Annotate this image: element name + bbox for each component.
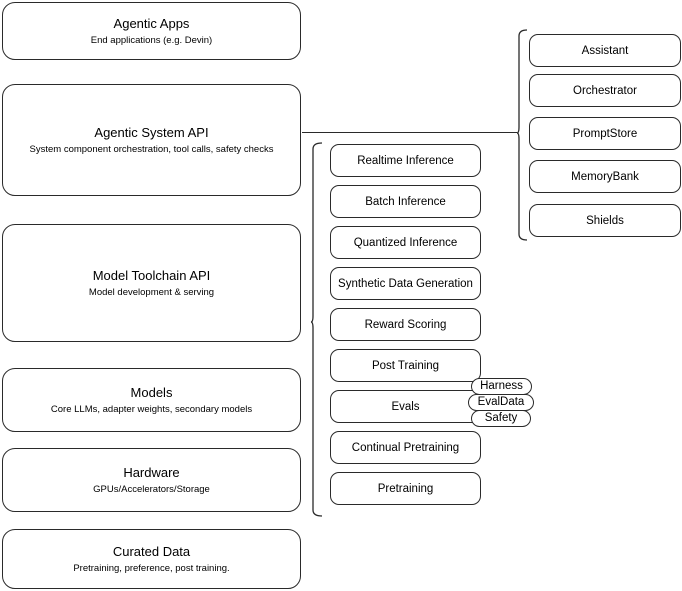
system-label-promptstore: PromptStore <box>572 127 638 140</box>
layer-title-models: Models <box>130 384 173 400</box>
system-label-shields: Shields <box>586 214 624 227</box>
toolchain-label-reward-scoring: Reward Scoring <box>364 318 447 331</box>
toolchain-label-pretraining: Pretraining <box>377 482 434 495</box>
toolchain-item-reward-scoring[interactable]: Reward Scoring <box>330 308 481 341</box>
system-label-orchestrator: Orchestrator <box>573 84 637 97</box>
layer-box-model-toolchain-api[interactable]: Model Toolchain API Model development & s… <box>2 224 301 342</box>
layer-title-agentic-system-api: Agentic System API <box>94 124 209 140</box>
toolchain-item-continual-pretraining[interactable]: Continual Pretraining <box>330 431 481 464</box>
layer-box-agentic-system-api[interactable]: Agentic System API System component orche… <box>2 84 301 196</box>
system-label-memorybank: MemoryBank <box>571 170 639 183</box>
connector-system-api-to-components <box>302 132 517 134</box>
layer-subtitle-agentic-system-api: System component orchestration, tool cal… <box>29 143 274 155</box>
system-item-orchestrator[interactable]: Orchestrator <box>529 74 681 107</box>
toolchain-item-evals[interactable]: Evals <box>330 390 481 423</box>
layer-title-curated-data: Curated Data <box>112 543 191 559</box>
layer-subtitle-agentic-apps: End applications (e.g. Devin) <box>90 34 213 46</box>
eval-badge-label-harness: Harness <box>480 380 523 392</box>
toolchain-label-post-training: Post Training <box>371 359 440 372</box>
eval-badge-harness[interactable]: Harness <box>471 378 532 395</box>
eval-badge-evaldata[interactable]: EvalData <box>468 394 534 411</box>
layer-subtitle-hardware: GPUs/Accelerators/Storage <box>93 483 210 495</box>
toolchain-label-evals: Evals <box>391 400 420 413</box>
brace-system-brace <box>516 29 528 241</box>
toolchain-label-continual-pretraining: Continual Pretraining <box>351 441 460 454</box>
toolchain-item-realtime-inference[interactable]: Realtime Inference <box>330 144 481 177</box>
system-item-assistant[interactable]: Assistant <box>529 34 681 67</box>
system-label-assistant: Assistant <box>581 44 629 57</box>
layer-title-agentic-apps: Agentic Apps <box>113 15 190 31</box>
layer-title-hardware: Hardware <box>123 464 180 480</box>
layer-subtitle-model-toolchain-api: Model development & serving <box>88 286 215 298</box>
layer-subtitle-curated-data: Pretraining, preference, post training. <box>73 562 230 574</box>
toolchain-label-batch-inference: Batch Inference <box>365 195 446 208</box>
toolchain-label-synthetic-data-generation: Synthetic Data Generation <box>338 277 473 290</box>
eval-badge-label-evaldata: EvalData <box>477 396 525 408</box>
system-item-shields[interactable]: Shields <box>529 204 681 237</box>
eval-badge-safety[interactable]: Safety <box>471 410 531 427</box>
toolchain-item-batch-inference[interactable]: Batch Inference <box>330 185 481 218</box>
layer-subtitle-models: Core LLMs, adapter weights, secondary mo… <box>50 403 253 415</box>
system-item-promptstore[interactable]: PromptStore <box>529 117 681 150</box>
toolchain-label-quantized-inference: Quantized Inference <box>353 236 458 249</box>
toolchain-item-quantized-inference[interactable]: Quantized Inference <box>330 226 481 259</box>
toolchain-item-pretraining[interactable]: Pretraining <box>330 472 481 505</box>
brace-toolchain-brace <box>310 142 323 517</box>
toolchain-item-synthetic-data-generation[interactable]: Synthetic Data Generation <box>330 267 481 300</box>
eval-badge-label-safety: Safety <box>484 412 518 424</box>
layer-title-model-toolchain-api: Model Toolchain API <box>92 267 211 283</box>
toolchain-label-realtime-inference: Realtime Inference <box>357 154 454 167</box>
toolchain-item-post-training[interactable]: Post Training <box>330 349 481 382</box>
system-item-memorybank[interactable]: MemoryBank <box>529 160 681 193</box>
